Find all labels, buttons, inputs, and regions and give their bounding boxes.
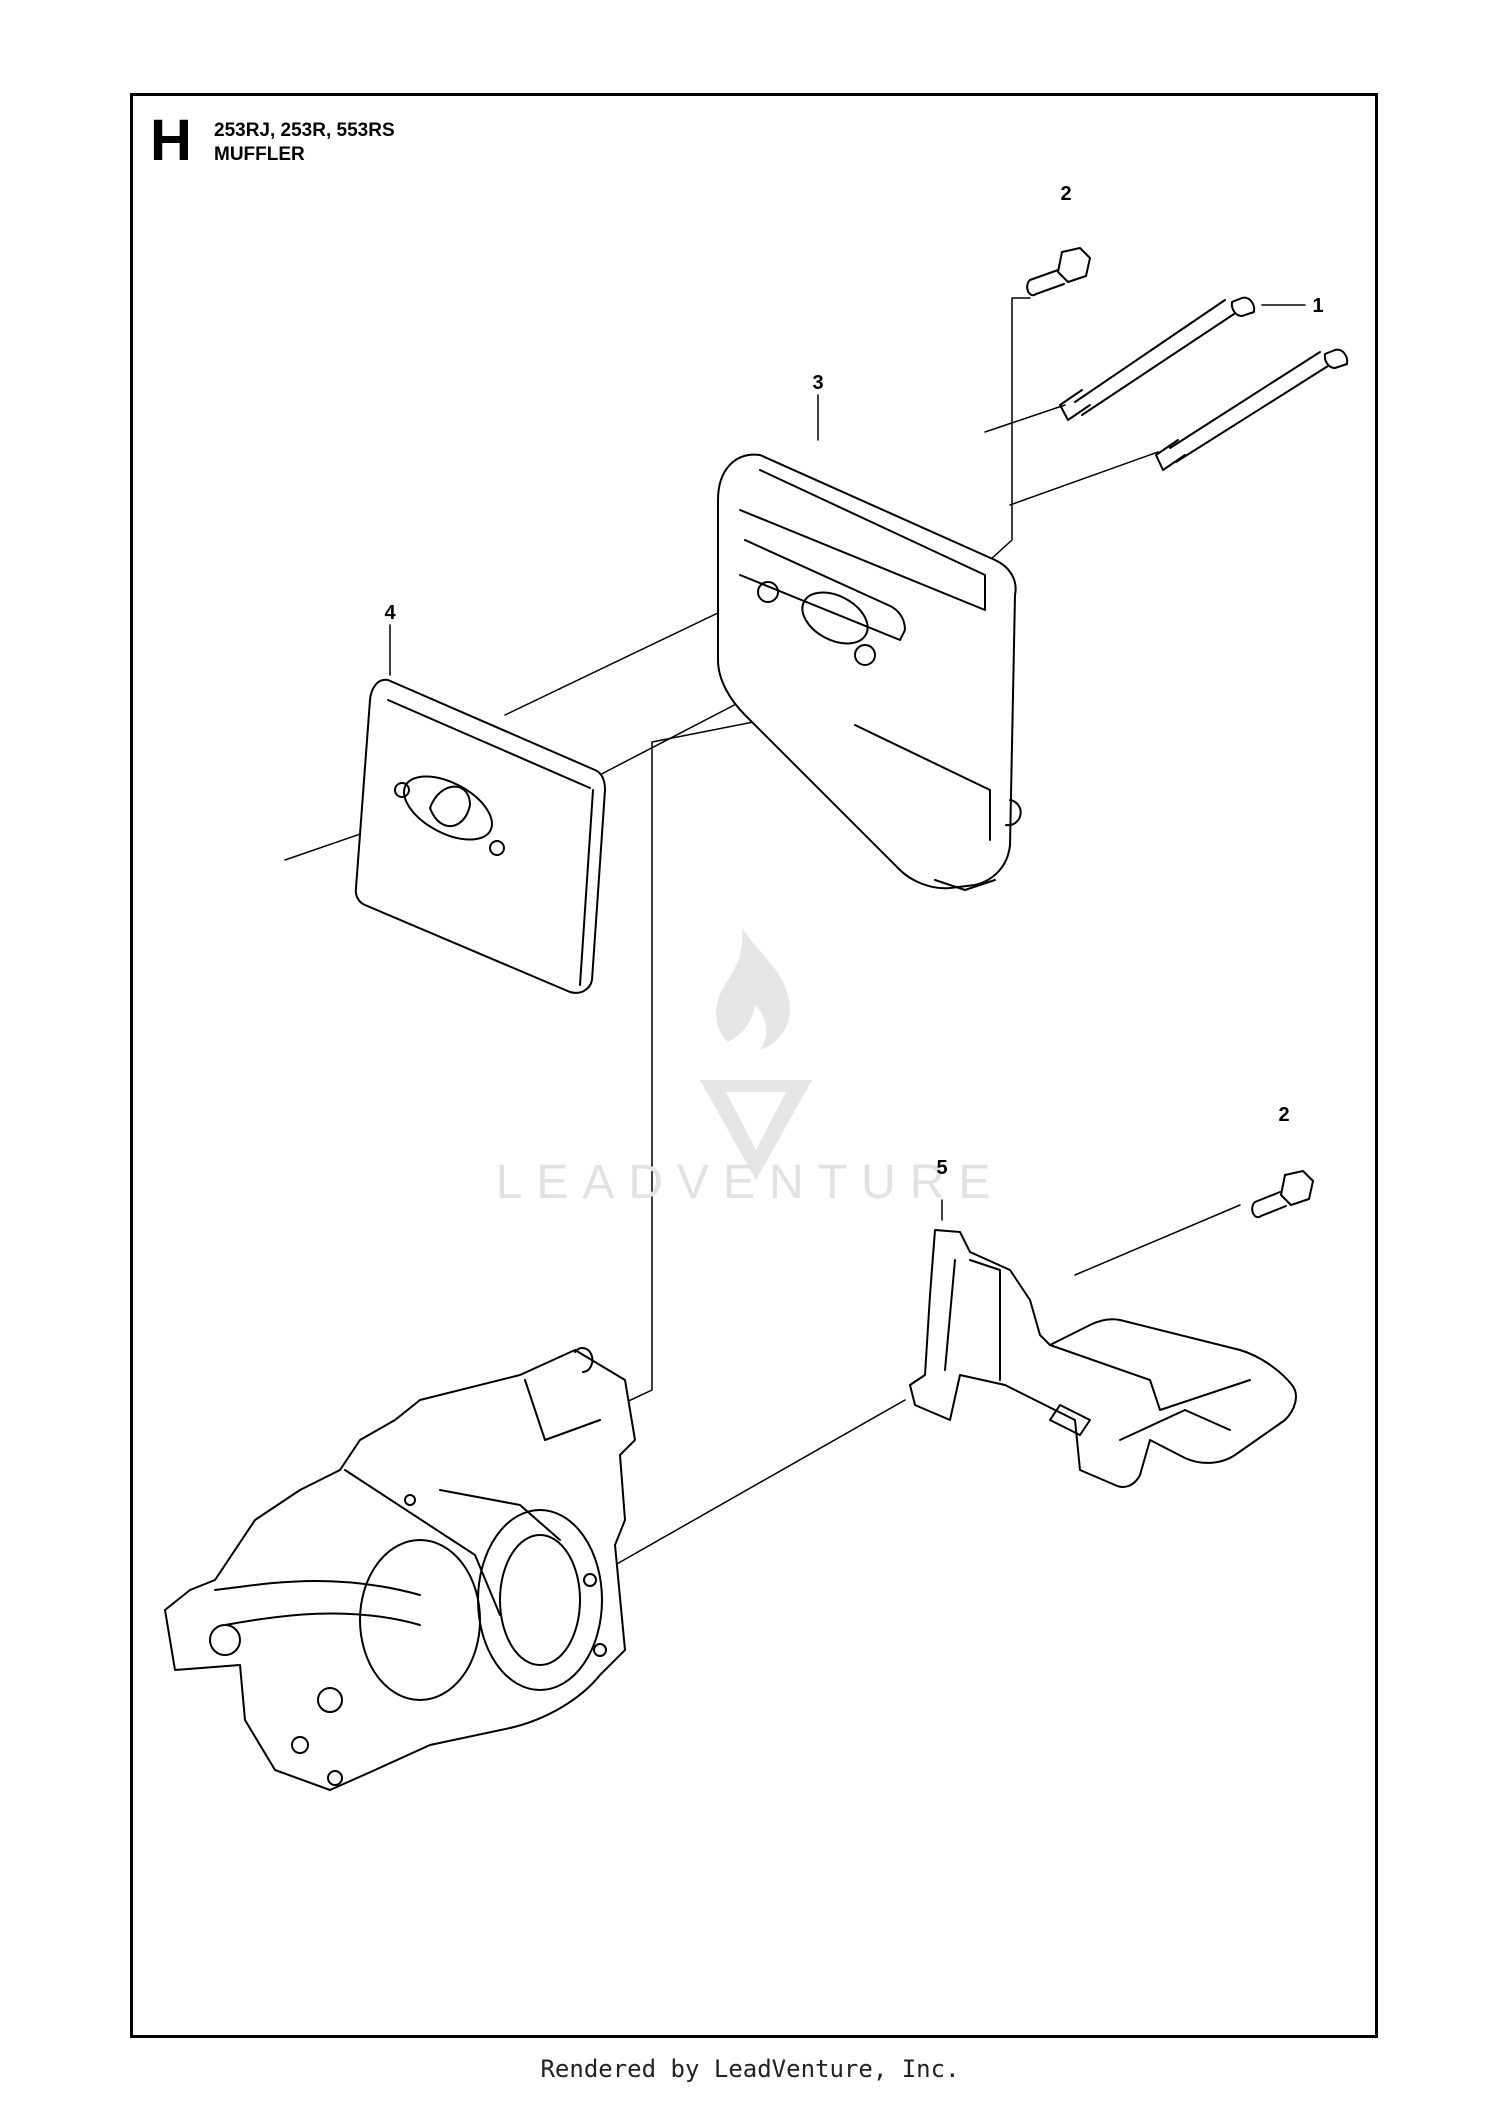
long-bolt-lower	[1155, 348, 1349, 471]
callout-2-bottom: 2	[1278, 1104, 1289, 1126]
diagram-frame	[130, 93, 1378, 2038]
short-bolt-bottom	[1251, 1170, 1314, 1219]
guide-muffler-gasket-a	[504, 599, 746, 716]
callout-2-top: 2	[1060, 183, 1071, 205]
guide-shield-crankcase	[614, 1399, 906, 1566]
callout-1: 1	[1312, 295, 1323, 317]
gasket-plate	[354, 678, 606, 994]
diagram-title: MUFFLER	[214, 144, 305, 165]
guide-vertical	[619, 704, 841, 1406]
model-list: 253RJ, 253R, 553RS	[214, 120, 395, 141]
long-bolt-upper	[1059, 296, 1256, 421]
watermark-text: LEADVENTURE	[496, 1156, 1005, 1209]
heat-shield	[909, 1229, 1297, 1488]
short-bolt-top	[1026, 247, 1091, 297]
guide-bolt-upper	[984, 404, 1066, 433]
callout-4: 4	[384, 602, 396, 624]
callout-5: 5	[936, 1157, 947, 1179]
guide-shield-bolt	[1074, 1204, 1241, 1276]
footer-credit: Rendered by LeadVenture, Inc.	[540, 2055, 960, 2083]
leader-callout-2-top	[989, 297, 1031, 561]
section-letter: H	[150, 108, 192, 173]
muffler	[717, 453, 1022, 891]
callout-3: 3	[812, 372, 823, 394]
guide-bolt-lower	[1009, 451, 1159, 506]
crankcase	[164, 1347, 636, 1791]
watermark: LEADVENTURE	[496, 928, 1005, 1209]
flame-v-logo-icon	[700, 928, 812, 1180]
leader-lines	[284, 297, 1306, 1566]
